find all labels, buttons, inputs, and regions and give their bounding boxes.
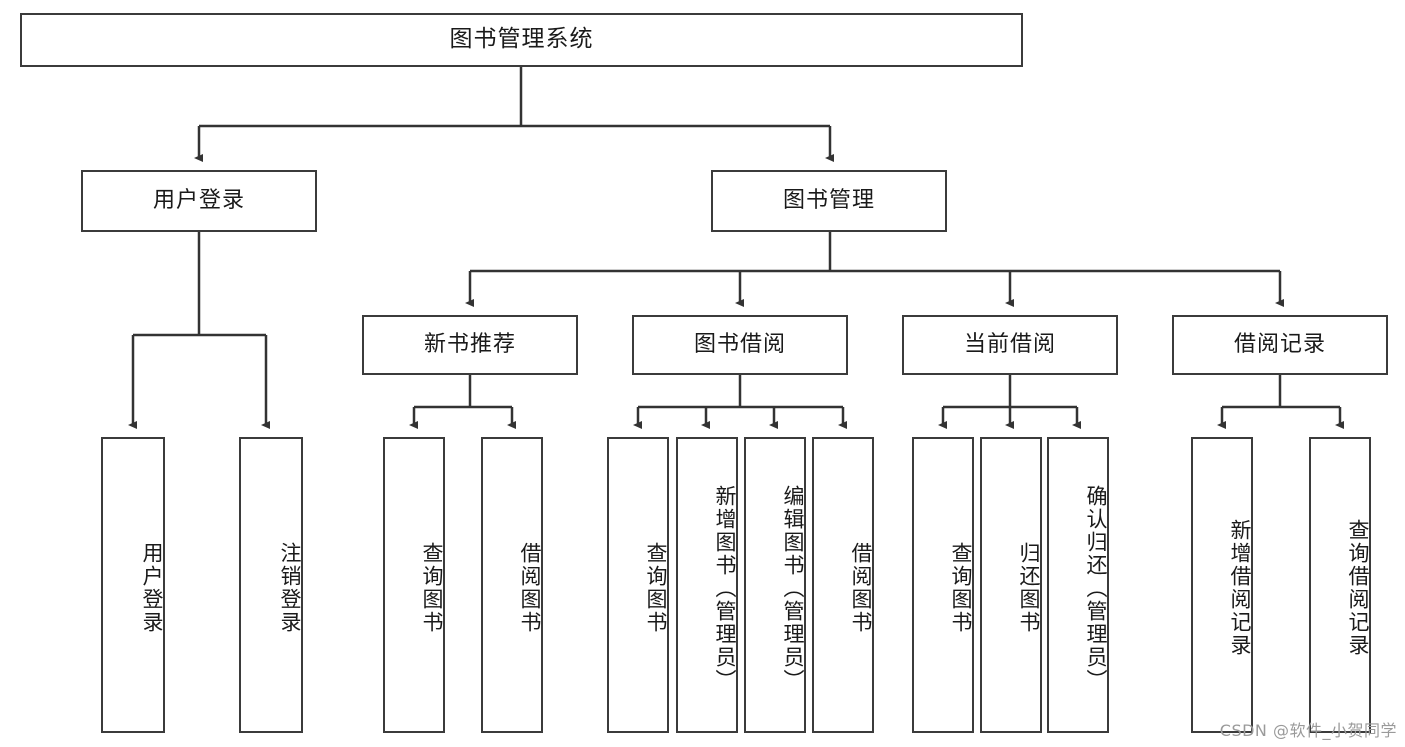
leaf-edit-book[interactable]: 编辑图书（管理员）	[744, 437, 806, 733]
leaf-user-login-label: 用户登录	[140, 542, 164, 634]
node-root-label: 图书管理系统	[449, 26, 594, 53]
leaf-query-book-2-label: 查询图书	[644, 542, 668, 634]
leaf-query-book-2[interactable]: 查询图书	[607, 437, 669, 733]
node-book-borrow-label: 图书借阅	[693, 331, 786, 357]
leaf-confirm-return[interactable]: 确认归还（管理员）	[1047, 437, 1109, 733]
leaf-borrow-book-2-label: 借阅图书	[849, 542, 873, 634]
node-user-login[interactable]: 用户登录	[81, 170, 317, 232]
leaf-query-book-1[interactable]: 查询图书	[383, 437, 445, 733]
leaf-add-book[interactable]: 新增图书（管理员）	[676, 437, 738, 733]
leaf-confirm-return-label: 确认归还（管理员）	[1084, 484, 1108, 692]
leaf-borrow-book-1-label: 借阅图书	[518, 542, 542, 634]
leaf-return-book-label: 归还图书	[1017, 542, 1041, 634]
node-new-book-recommend[interactable]: 新书推荐	[362, 315, 578, 375]
node-book-manage[interactable]: 图书管理	[711, 170, 947, 232]
leaf-query-record[interactable]: 查询借阅记录	[1309, 437, 1371, 733]
leaf-return-book[interactable]: 归还图书	[980, 437, 1042, 733]
leaf-borrow-book-2[interactable]: 借阅图书	[812, 437, 874, 733]
leaf-add-record-label: 新增借阅记录	[1228, 519, 1252, 657]
leaf-query-book-3-label: 查询图书	[949, 542, 973, 634]
node-borrow-record[interactable]: 借阅记录	[1172, 315, 1388, 375]
node-current-borrow-label: 当前借阅	[963, 331, 1056, 357]
node-user-login-label: 用户登录	[152, 187, 245, 213]
node-borrow-record-label: 借阅记录	[1233, 331, 1326, 357]
node-book-borrow[interactable]: 图书借阅	[632, 315, 848, 375]
leaf-query-record-label: 查询借阅记录	[1346, 519, 1370, 657]
leaf-add-book-label: 新增图书（管理员）	[713, 484, 737, 692]
leaf-query-book-3[interactable]: 查询图书	[912, 437, 974, 733]
leaf-edit-book-label: 编辑图书（管理员）	[781, 484, 805, 692]
node-new-book-recommend-label: 新书推荐	[423, 331, 516, 357]
node-book-manage-label: 图书管理	[782, 187, 875, 213]
leaf-query-book-1-label: 查询图书	[420, 542, 444, 634]
leaf-user-logout-label: 注销登录	[278, 542, 302, 634]
leaf-user-logout[interactable]: 注销登录	[239, 437, 303, 733]
leaf-user-login[interactable]: 用户登录	[101, 437, 165, 733]
csdn-watermark: CSDN @软件_小贺同学	[1219, 721, 1397, 740]
leaf-add-record[interactable]: 新增借阅记录	[1191, 437, 1253, 733]
node-root[interactable]: 图书管理系统	[20, 13, 1023, 67]
leaf-borrow-book-1[interactable]: 借阅图书	[481, 437, 543, 733]
node-current-borrow[interactable]: 当前借阅	[902, 315, 1118, 375]
